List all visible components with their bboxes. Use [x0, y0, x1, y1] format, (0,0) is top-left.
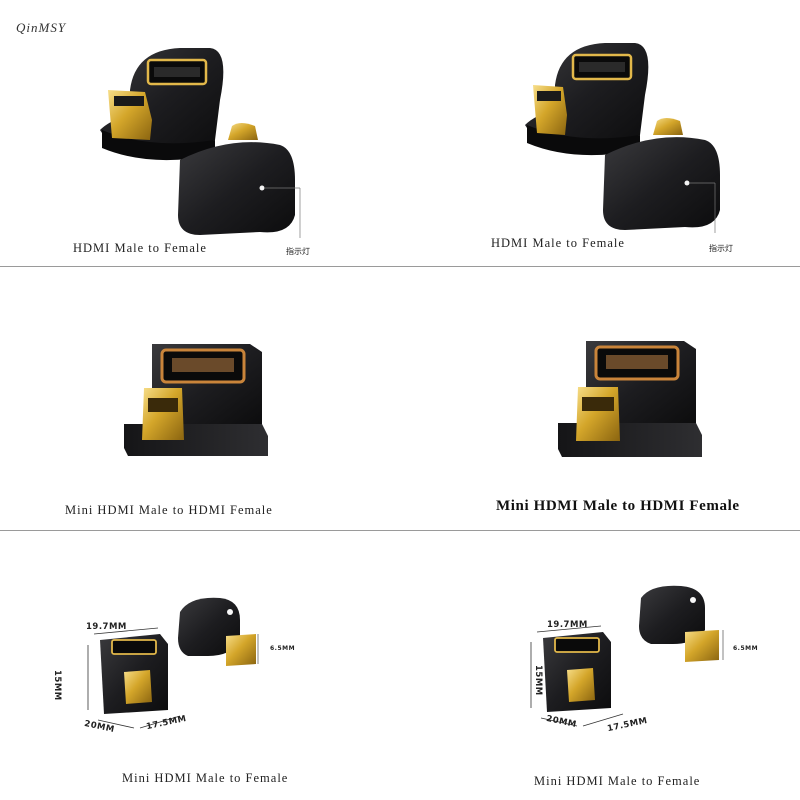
dimension-height-label: 15MM — [533, 665, 543, 696]
caption-mini-hdmi-1: Mini HDMI Male to HDMI Female — [65, 503, 273, 517]
dimension-top-label: 19.7MM — [86, 622, 127, 632]
caption-hdmi-male-female-2: HDMI Male to Female — [491, 236, 625, 250]
hdmi-adapter-image — [525, 43, 720, 233]
dimension-top-label: 19.7MM — [547, 620, 588, 630]
mini-hdmi-dimensions-image — [87, 597, 259, 729]
indicator-light-callout: 指示灯 — [286, 247, 310, 256]
caption-mini-hdmi-2: Mini HDMI Male to HDMI Female — [496, 498, 740, 514]
caption-mini-hdmi-3: Mini HDMI Male to Female — [122, 771, 289, 785]
mini-hdmi-adapter-image — [124, 344, 268, 456]
dimension-plug-label: 6.5MM — [733, 645, 759, 652]
brand-logo: QinMSY — [16, 20, 67, 35]
mini-hdmi-dimensions-image — [530, 585, 724, 727]
dimension-height-label: 15MM — [52, 670, 62, 701]
row-divider-2 — [0, 530, 800, 531]
hdmi-adapter-image — [100, 48, 301, 238]
mini-hdmi-adapter-image — [558, 341, 702, 457]
row-divider-1 — [0, 266, 800, 267]
caption-mini-hdmi-4: Mini HDMI Male to Female — [534, 774, 701, 788]
dimension-plug-label: 6.5MM — [270, 645, 296, 652]
indicator-light-callout: 指示灯 — [709, 244, 733, 253]
caption-hdmi-male-female-1: HDMI Male to Female — [73, 241, 207, 255]
